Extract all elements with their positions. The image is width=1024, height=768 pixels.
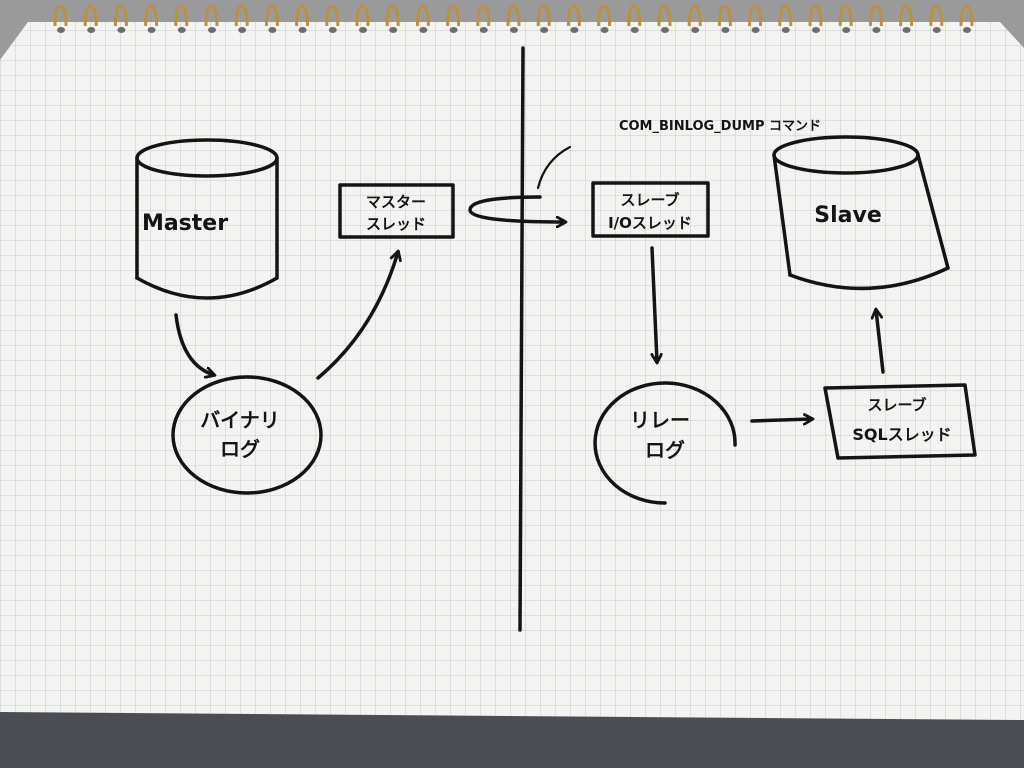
spiral-hole: [177, 27, 186, 33]
spiral-ring: [838, 4, 853, 27]
relay-log-line1: リレー: [630, 408, 690, 432]
spiral-ring: [53, 4, 68, 27]
slave-io-thread-line2: I/Oスレッド: [608, 214, 692, 232]
slave-io-thread-box: スレーブ I/Oスレッド: [591, 181, 710, 238]
spiral-hole: [842, 27, 851, 33]
spiral-hole: [721, 27, 730, 33]
spiral-ring: [959, 4, 974, 27]
spiral-ring: [687, 4, 702, 27]
spiral-hole: [510, 27, 518, 33]
spiral-ring: [566, 4, 581, 27]
master-database: Master: [135, 138, 279, 300]
spiral-hole: [268, 27, 277, 33]
spiral-hole: [751, 27, 760, 33]
spiral-hole: [57, 27, 65, 33]
spiral-ring: [204, 4, 219, 27]
spiral-hole: [812, 27, 820, 33]
spiral-hole: [87, 27, 96, 33]
spiral-ring: [929, 4, 944, 27]
spiral-ring: [717, 4, 732, 27]
spiral-ring: [295, 4, 310, 27]
spiral-hole: [359, 27, 367, 33]
spiral-hole: [661, 27, 669, 33]
spiral-ring: [778, 4, 793, 27]
spiral-hole: [238, 27, 247, 33]
binary-log: バイナリ ログ: [171, 375, 323, 495]
spiral-hole: [902, 27, 911, 33]
spiral-ring: [83, 4, 98, 27]
binary-log-line1: バイナリ: [200, 408, 280, 432]
relay-log: リレー ログ: [593, 381, 737, 505]
spiral-hole: [630, 27, 639, 33]
slave-database: Slave: [772, 135, 950, 291]
spiral-hole: [479, 27, 488, 33]
command-label: COM_BINLOG_DUMP コマンド: [619, 119, 821, 134]
notebook-back-cover: [0, 712, 1024, 768]
slave-db-label: Slave: [814, 203, 882, 228]
spiral-ring: [506, 4, 521, 27]
spiral-ring: [355, 4, 370, 27]
spiral-ring: [113, 4, 128, 27]
spiral-hole: [298, 27, 307, 33]
master-db-label: Master: [142, 211, 228, 236]
spiral-hole: [872, 27, 881, 33]
spiral-ring: [627, 4, 642, 27]
relay-log-line2: ログ: [645, 438, 685, 462]
arrow-sql-thread-to-slave-db: [876, 310, 885, 374]
spiral-ring: [899, 4, 914, 27]
spiral-ring: [174, 4, 189, 27]
binary-log-line2: ログ: [220, 437, 260, 461]
spiral-ring: [476, 4, 491, 27]
spiral-hole: [570, 27, 579, 33]
master-thread-line1: マスター: [366, 193, 426, 211]
spiral-hole: [328, 27, 337, 33]
spiral-ring: [536, 4, 551, 27]
notebook-page-grid: [0, 22, 1024, 720]
master-thread-box: マスター スレッド: [338, 183, 455, 239]
spiral-ring: [385, 4, 400, 27]
divider-line: [518, 46, 525, 632]
spiral-ring: [657, 4, 672, 27]
spiral-ring: [597, 4, 612, 27]
spiral-ring: [144, 4, 159, 27]
slave-sql-thread-line1: スレーブ: [867, 396, 926, 414]
spiral-ring: [868, 4, 883, 27]
spiral-ring: [234, 4, 249, 27]
spiral-binding: [53, 4, 974, 33]
arrow-master-thread-to-io-thread: [468, 195, 565, 222]
spiral-hole: [389, 27, 398, 33]
spiral-hole: [117, 27, 126, 33]
spiral-ring: [808, 4, 823, 27]
spiral-hole: [932, 27, 941, 33]
spiral-ring: [446, 4, 461, 27]
spiral-ring: [325, 4, 340, 27]
spiral-hole: [600, 27, 609, 33]
arrow-io-thread-to-relay-log: [650, 246, 657, 362]
arrow-master-to-binlog: [174, 313, 214, 375]
spiral-hole: [147, 27, 156, 33]
spiral-hole: [691, 27, 700, 33]
command-pointer-line: [536, 145, 572, 190]
spiral-hole: [963, 27, 971, 33]
spiral-ring: [415, 4, 430, 27]
spiral-ring: [264, 4, 279, 27]
spiral-hole: [449, 27, 458, 33]
spiral-hole: [419, 27, 428, 33]
slave-io-thread-line1: スレーブ: [620, 191, 679, 209]
arrow-relay-log-to-sql-thread: [750, 419, 812, 421]
arrow-binlog-to-master-thread: [316, 252, 398, 380]
slave-sql-thread-box: スレーブ SQLスレッド: [823, 383, 977, 460]
spiral-hole: [540, 27, 549, 33]
spiral-ring: [748, 4, 763, 27]
master-thread-line2: スレッド: [366, 215, 426, 233]
spiral-hole: [781, 27, 790, 33]
slave-sql-thread-line2: SQLスレッド: [852, 425, 951, 444]
spiral-hole: [208, 27, 216, 33]
